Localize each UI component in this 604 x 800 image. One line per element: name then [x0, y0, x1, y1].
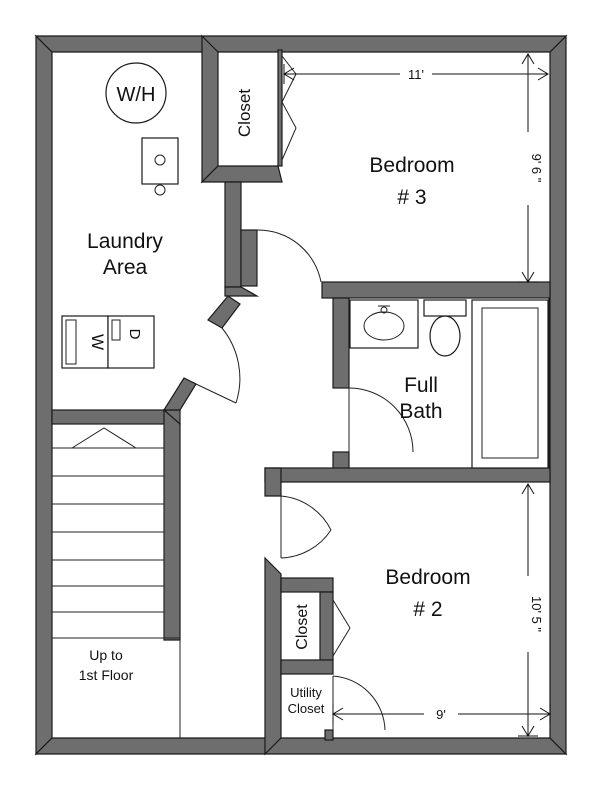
- closet-lower-label: Closet: [294, 604, 311, 650]
- bedroom-3-width-dimension: 11': [408, 67, 424, 82]
- dryer-icon: [107, 315, 155, 369]
- water-heater-label: W/H: [117, 84, 156, 106]
- fixtures: [61, 62, 549, 469]
- exterior-walls: [34, 34, 568, 756]
- laundry-sink-icon: [141, 137, 179, 185]
- washer-icon: [61, 315, 109, 369]
- door-swings: [195, 55, 414, 731]
- bedroom-2-width-dimension: 9': [436, 707, 446, 722]
- bedroom-3-label: Bedroom# 3: [369, 154, 454, 209]
- bathtub-icon: [471, 299, 549, 469]
- washer-label: W: [88, 334, 107, 350]
- bedroom-2-depth-dimension: 10' 5 ": [529, 596, 544, 632]
- staircase: [52, 424, 181, 738]
- closet-upper-label: Closet: [235, 89, 254, 137]
- stair-arrow: [71, 427, 137, 449]
- water-heater-icon: [105, 62, 167, 124]
- dryer-label: D: [126, 329, 143, 340]
- toilet-icon: [423, 299, 467, 317]
- bedroom-3-depth-dimension: 9' 6 ": [529, 154, 544, 183]
- dimension-lines: [283, 53, 551, 737]
- bedroom-2-label: Bedroom# 2: [385, 566, 470, 621]
